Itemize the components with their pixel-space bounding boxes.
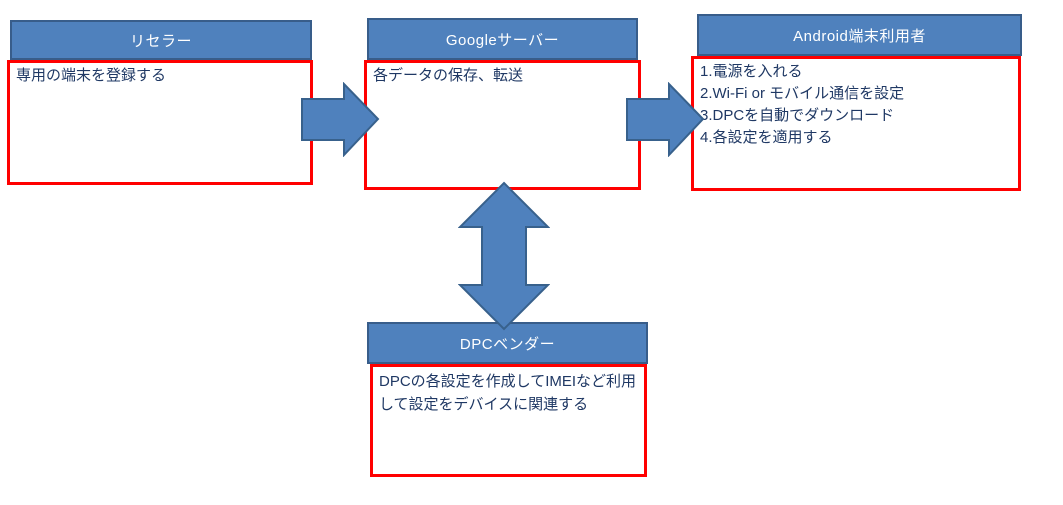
box-android-user-step-1: 1.電源を入れる (700, 63, 803, 80)
box-reseller-text: 専用の端末を登録する (16, 67, 167, 84)
box-google-server-body: 各データの保存、転送 (364, 60, 641, 190)
box-google-server-title: Googleサーバー (445, 31, 560, 49)
box-android-user-step-4: 4.各設定を適用する (700, 129, 833, 146)
box-android-user-header: Android端末利用者 (697, 14, 1022, 56)
box-google-server-text: 各データの保存、転送 (373, 67, 524, 84)
box-dpc-vendor-title: DPCベンダー (459, 335, 556, 353)
box-google-server-header: Googleサーバー (367, 18, 638, 60)
box-dpc-vendor-body: DPCの各設定を作成してIMEIなど利用して設定をデバイスに関連する (370, 364, 647, 477)
box-android-user-body: 1.電源を入れる 2.Wi-Fi or モバイル通信を設定 3.DPCを自動でダ… (691, 56, 1021, 191)
box-reseller-header: リセラー (10, 20, 312, 60)
arrow-google-to-android-icon (626, 82, 705, 157)
box-dpc-vendor-text: DPCの各設定を作成してIMEIなど利用して設定をデバイスに関連する (379, 373, 637, 413)
arrow-reseller-to-google-icon (301, 82, 380, 157)
arrow-google-dpc-bidirectional-icon (458, 181, 550, 331)
box-reseller-title: リセラー (129, 32, 192, 50)
box-android-user-step-2: 2.Wi-Fi or モバイル通信を設定 (700, 85, 905, 102)
box-reseller-body: 専用の端末を登録する (7, 60, 313, 185)
box-android-user-step-3: 3.DPCを自動でダウンロード (700, 107, 895, 124)
box-dpc-vendor-header: DPCベンダー (367, 322, 648, 364)
box-android-user-title: Android端末利用者 (793, 27, 926, 45)
